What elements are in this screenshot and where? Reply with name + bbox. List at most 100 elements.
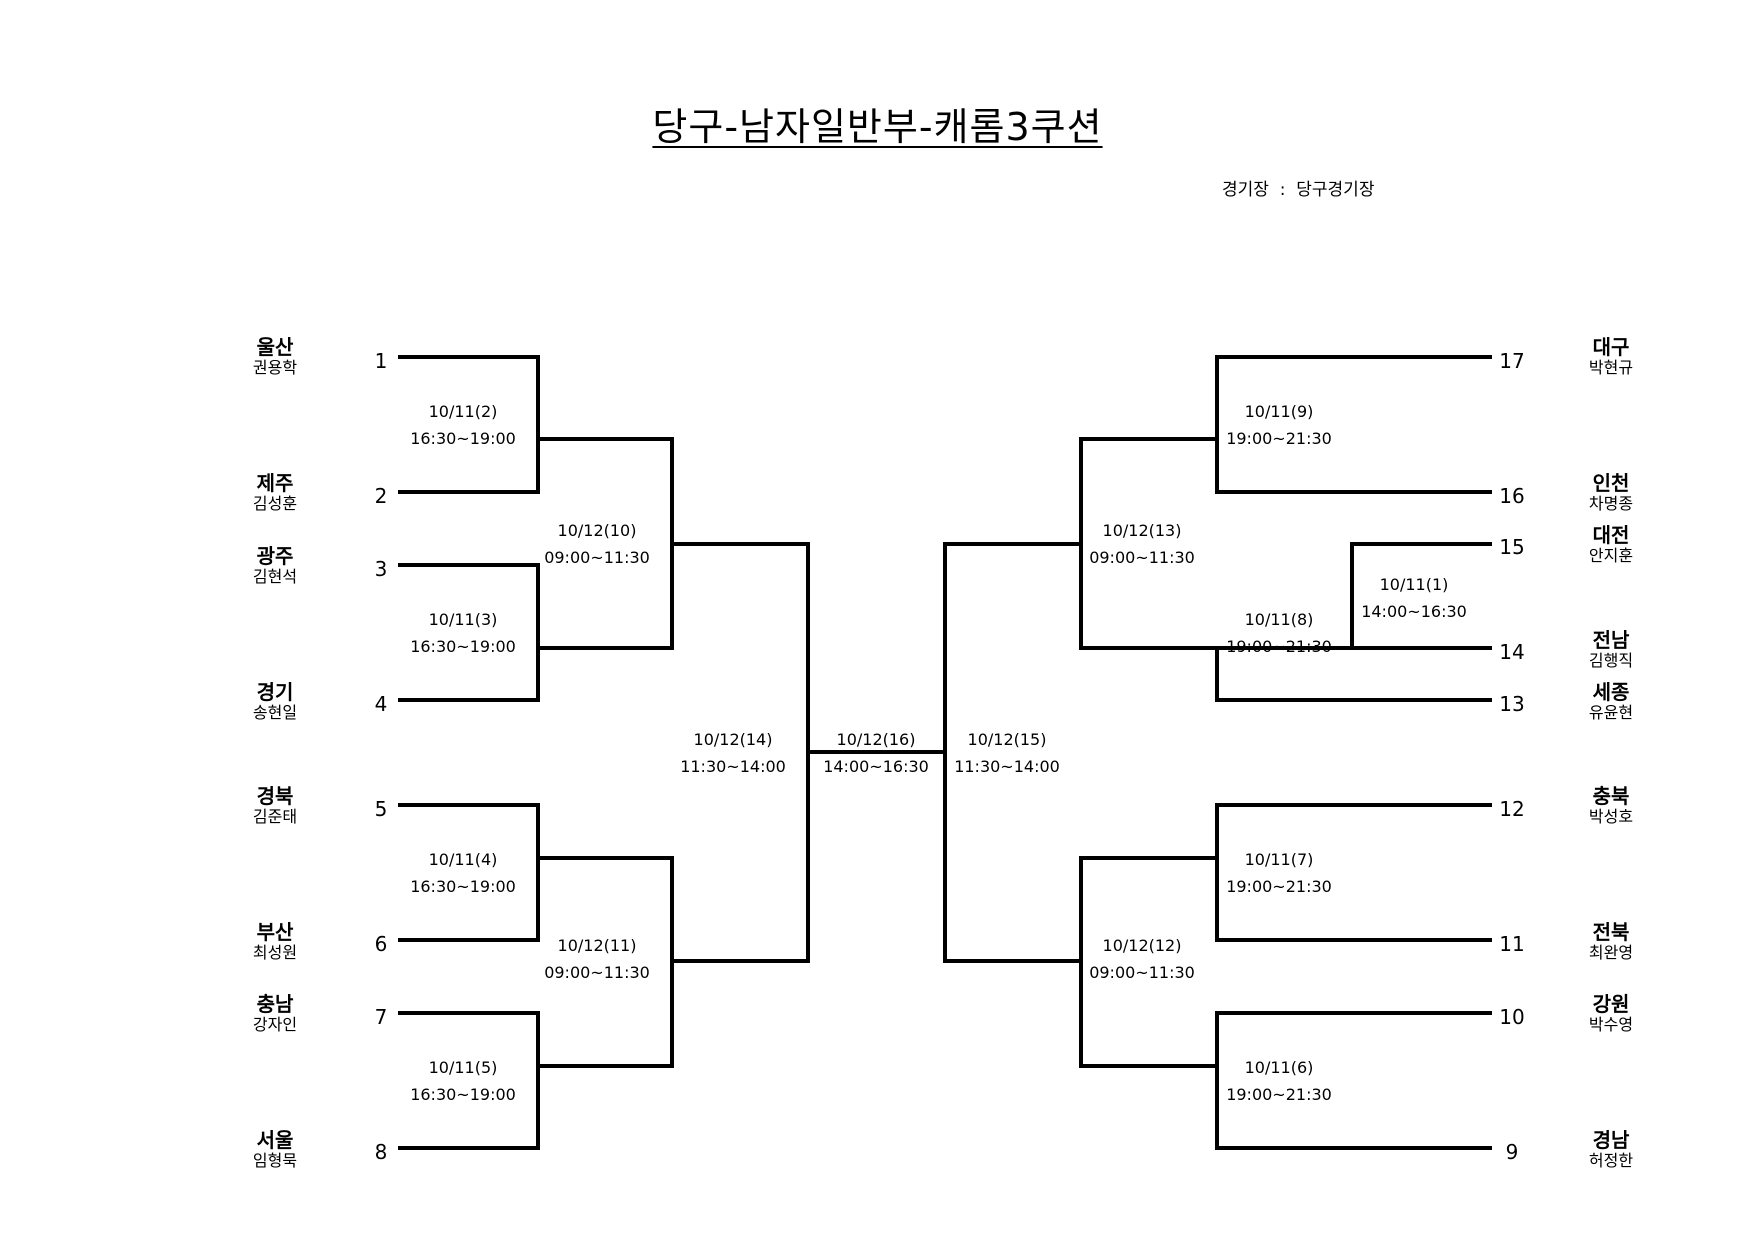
seed-number: 11 [1499,932,1525,956]
team-entry: 충남 강자인 [220,993,330,1035]
match-label-m11: 10/12(11) 09:00~11:30 [527,932,667,986]
seed-number: 17 [1499,349,1525,373]
team-player: 강자인 [252,1015,298,1034]
match-label-m3: 10/11(3) 16:30~19:00 [393,606,533,660]
match-time: 16:30~19:00 [410,637,516,656]
team-region: 울산 [256,335,294,359]
match-date: 10/11(9) [1244,402,1314,421]
team-player: 김현석 [252,567,298,586]
match-time: 19:00~21:30 [1226,877,1332,896]
seed-number: 5 [374,797,388,821]
team-entry: 서울 임형묵 [220,1129,330,1171]
page-title: 당구-남자일반부-캐롬3쿠션 [652,105,1103,149]
team-entry: 충북 박성호 [1556,785,1666,827]
team-player: 김성훈 [252,494,298,513]
match-date: 10/12(12) [1102,936,1182,955]
match-label-m16: 10/12(16) 14:00~16:30 [806,726,946,780]
team-entry: 경북 김준태 [220,785,330,827]
team-entry: 대전 안지훈 [1556,524,1666,566]
seed-number: 9 [1505,1140,1519,1164]
team-player: 안지훈 [1588,546,1634,565]
match-date: 10/11(5) [428,1058,498,1077]
bracket-line-m7 [1215,803,1492,942]
match-date: 10/11(2) [428,402,498,421]
match-label-m9: 10/11(9) 19:00~21:30 [1209,398,1349,452]
match-time: 09:00~11:30 [544,963,650,982]
team-region: 제주 [256,471,294,495]
team-entry: 인천 차명종 [1556,472,1666,514]
team-entry: 전남 김행직 [1556,629,1666,671]
match-time: 09:00~11:30 [1089,548,1195,567]
match-date: 10/12(16) [836,730,916,749]
match-time: 19:00~21:30 [1226,1085,1332,1104]
seed-number: 4 [374,692,388,716]
venue-label: 경기장 : 당구경기장 [1222,180,1375,200]
match-time: 16:30~19:00 [410,429,516,448]
match-time: 09:00~11:30 [544,548,650,567]
match-time: 11:30~14:00 [954,757,1060,776]
team-player: 허정한 [1588,1151,1634,1170]
bracket-line-m1 [1350,542,1492,650]
team-player: 박현규 [1588,358,1634,377]
match-label-m4: 10/11(4) 16:30~19:00 [393,846,533,900]
match-date: 10/12(14) [693,730,773,749]
team-region: 충남 [256,992,294,1016]
bracket-line-m5 [398,1011,540,1150]
team-entry: 전북 최완영 [1556,921,1666,963]
match-label-m8: 10/11(8) 19:00~21:30 [1209,606,1349,660]
team-entry: 경남 허정한 [1556,1129,1666,1171]
team-entry: 울산 권용학 [220,336,330,378]
bracket-line-m3 [398,563,540,702]
bracket-line-m6 [1215,1011,1492,1150]
match-label-m13: 10/12(13) 09:00~11:30 [1072,517,1212,571]
team-player: 송현일 [252,703,298,722]
match-time: 11:30~14:00 [680,757,786,776]
team-player: 임형묵 [252,1151,298,1170]
match-date: 10/12(10) [557,521,637,540]
seed-number: 6 [374,932,388,956]
match-date: 10/12(11) [557,936,637,955]
team-region: 강원 [1592,992,1630,1016]
team-player: 차명종 [1588,494,1634,513]
team-entry: 제주 김성훈 [220,472,330,514]
seed-number: 2 [374,484,388,508]
bracket-line-m15 [943,542,1083,963]
seed-number: 12 [1499,797,1525,821]
match-time: 14:00~16:30 [823,757,929,776]
team-region: 경남 [1592,1128,1630,1152]
bracket-line-m13 [1079,437,1219,650]
match-time: 19:00~21:30 [1226,429,1332,448]
bracket-line-m8 [1215,646,1492,702]
team-player: 김준태 [252,807,298,826]
seed-number: 10 [1499,1005,1525,1029]
bracket-line-m2 [398,355,540,494]
team-region: 전남 [1592,628,1630,652]
match-label-m7: 10/11(7) 19:00~21:30 [1209,846,1349,900]
bracket-line-m12 [1079,856,1219,1068]
team-player: 권용학 [252,358,298,377]
seed-number: 8 [374,1140,388,1164]
match-time: 16:30~19:00 [410,1085,516,1104]
match-date: 10/11(1) [1379,575,1449,594]
seed-number: 3 [374,557,388,581]
seed-number: 1 [374,349,388,373]
match-label-m14: 10/12(14) 11:30~14:00 [663,726,803,780]
team-entry: 광주 김현석 [220,545,330,587]
team-region: 인천 [1592,471,1630,495]
seed-number: 7 [374,1005,388,1029]
team-player: 유윤현 [1588,703,1634,722]
match-time: 16:30~19:00 [410,877,516,896]
seed-number: 15 [1499,535,1525,559]
team-entry: 부산 최성원 [220,921,330,963]
match-label-m5: 10/11(5) 16:30~19:00 [393,1054,533,1108]
team-player: 박수영 [1588,1015,1634,1034]
team-region: 부산 [256,920,294,944]
match-label-m10: 10/12(10) 09:00~11:30 [527,517,667,571]
team-player: 김행직 [1588,651,1634,670]
match-time: 09:00~11:30 [1089,963,1195,982]
match-label-m1: 10/11(1) 14:00~16:30 [1344,571,1484,625]
team-entry: 세종 유윤현 [1556,681,1666,723]
team-region: 세종 [1592,680,1630,704]
match-label-m15: 10/12(15) 11:30~14:00 [937,726,1077,780]
